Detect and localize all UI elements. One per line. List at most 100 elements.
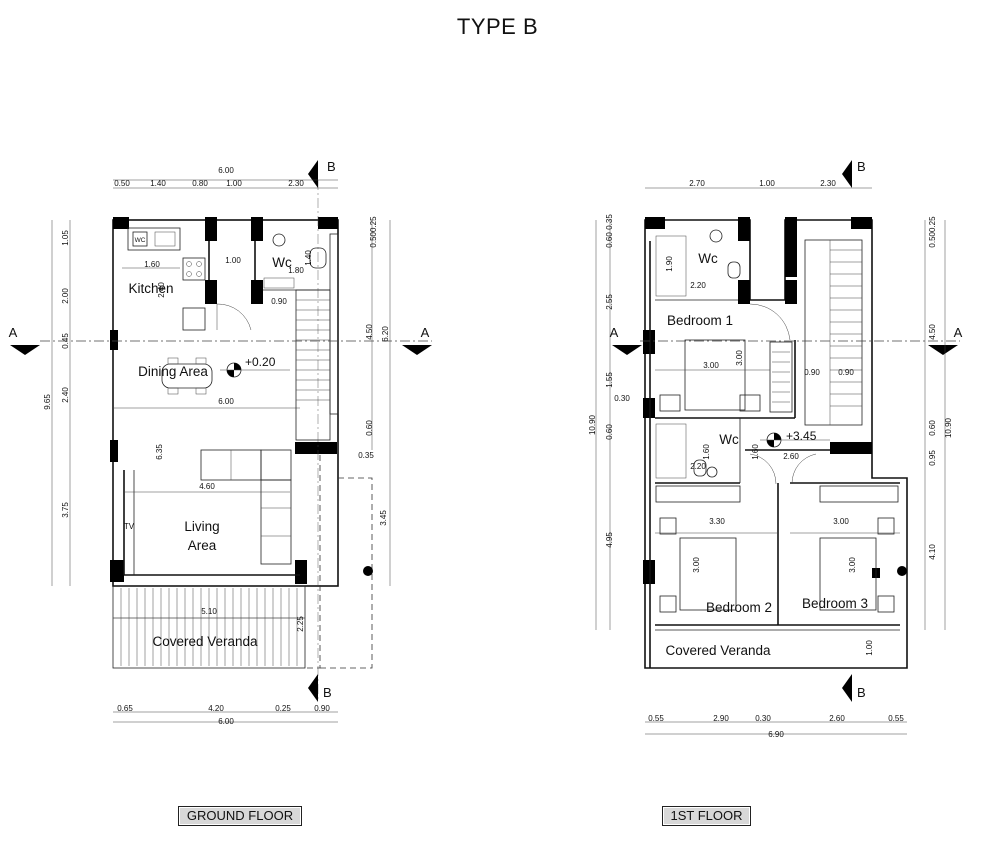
ff-dim-bottom: 0.55 <box>648 714 664 723</box>
ff-bedroom3-label: Bedroom 3 <box>802 596 868 611</box>
gf-level-label: +0.20 <box>245 355 276 369</box>
ff-dim-inner: 3.00 <box>703 361 719 370</box>
gf-dim-left-total: 9.65 <box>43 394 52 410</box>
ff-bedroom1-label: Bedroom 1 <box>667 313 733 328</box>
gf-wc-fixture-label: WC <box>135 237 146 244</box>
ff-dim-inner: 2.60 <box>783 452 799 461</box>
gf-veranda-outline <box>112 585 306 669</box>
gf-section-b-top: B <box>327 159 336 174</box>
gf-dim-right: 0.60 <box>365 420 374 436</box>
first-floor-label: 1ST FLOOR <box>662 806 751 826</box>
ff-dim-inner: 1.90 <box>665 256 674 272</box>
gf-kitchen-label: Kitchen <box>128 281 173 296</box>
ff-dim-left: 0.30 <box>614 394 630 403</box>
ff-dim-inner: 3.00 <box>833 517 849 526</box>
gf-wc-label: Wc <box>272 255 292 270</box>
gf-dim-inner: 1.80 <box>288 266 304 275</box>
ff-section-b-top: B <box>857 159 866 174</box>
ff-section-a-right: A <box>954 325 963 340</box>
gf-dim-inner: 2.25 <box>296 616 305 632</box>
gf-dim-right: 0.500.25 <box>369 216 378 248</box>
ff-dim-bottom: 2.90 <box>713 714 729 723</box>
ff-wc1-label: Wc <box>698 251 718 266</box>
ff-dim-top: 2.30 <box>820 179 836 188</box>
gf-dim-left: 1.05 <box>61 230 70 246</box>
gf-dim-bottom: 0.65 <box>117 704 133 713</box>
ff-veranda-label: Covered Veranda <box>665 643 771 658</box>
ff-dim-left: 0.60 <box>605 424 614 440</box>
ff-dim-top: 2.70 <box>689 179 705 188</box>
ff-stair <box>804 239 863 426</box>
ff-dim-left: 4.95 <box>605 532 614 548</box>
gf-dim-top: 0.80 <box>192 179 208 188</box>
ff-dim-right: 4.10 <box>928 544 937 560</box>
ff-level-label: +3.45 <box>786 429 817 443</box>
ff-dim-bottom: 0.30 <box>755 714 771 723</box>
ff-dim-left: 2.55 <box>605 294 614 310</box>
ff-dim-right: 0.60 <box>928 420 937 436</box>
drawing-title: TYPE B <box>456 14 539 39</box>
gf-living-label-1: Living <box>184 519 219 534</box>
ff-dim-inner: 1.60 <box>702 444 711 460</box>
gf-dim-bottom: 4.20 <box>208 704 224 713</box>
gf-dim-left: 2.40 <box>61 387 70 403</box>
ff-dim-right: 0.500.25 <box>928 216 937 248</box>
ff-dim-left: 0.35 <box>605 214 614 230</box>
gf-dim-inner: 6.35 <box>155 444 164 460</box>
ff-dim-inner: 1.60 <box>751 444 760 460</box>
gf-tv-label: TV <box>124 522 135 531</box>
ff-dim-bottom: 0.55 <box>888 714 904 723</box>
gf-dim-left: 0.45 <box>61 333 70 349</box>
gf-dim-inner: 4.60 <box>199 482 215 491</box>
gf-dim-right: 0.35 <box>358 451 374 460</box>
gf-veranda-hatch <box>120 588 298 666</box>
ff-dim-right-total: 10.90 <box>944 417 953 438</box>
ff-dim-left-total: 10.90 <box>588 414 597 435</box>
gf-dim-top: 1.00 <box>226 179 242 188</box>
gf-dim-inner: 1.00 <box>225 256 241 265</box>
ff-section-b-bottom: B <box>857 685 866 700</box>
gf-dim-bottom-total: 6.00 <box>218 717 234 726</box>
gf-section-a-left: A <box>9 325 18 340</box>
gf-dim-right: 4.50 <box>365 324 374 340</box>
gf-dining-label: Dining Area <box>138 364 208 379</box>
ground-floor-label: GROUND FLOOR <box>178 806 302 826</box>
ff-dim-inner: 3.00 <box>735 350 744 366</box>
ff-dim-top: 1.00 <box>759 179 775 188</box>
ff-dim-inner: 1.00 <box>865 640 874 656</box>
ff-section-a-left: A <box>610 325 619 340</box>
gf-dim-inner: 0.90 <box>271 297 287 306</box>
ff-dim-right: 4.50 <box>928 324 937 340</box>
ff-dim-bottom-total: 6.90 <box>768 730 784 739</box>
ff-dim-left: 1.55 <box>605 372 614 388</box>
gf-dim-right: 3.45 <box>379 510 388 526</box>
gf-dim-bottom: 0.25 <box>275 704 291 713</box>
gf-dim-left: 3.75 <box>61 502 70 518</box>
gf-section-b-bottom: B <box>323 685 332 700</box>
gf-dim-top: 0.50 <box>114 179 130 188</box>
gf-dim-inner: 2.40 <box>157 282 166 298</box>
first-floor-plan: Wc Bedroom 1 Wc Bedroom 2 Bedroom 3 Cove… <box>588 159 963 739</box>
ff-dim-inner: 2.20 <box>690 462 706 471</box>
gf-dim-inner: 1.40 <box>304 250 313 266</box>
ff-dim-bottom: 2.60 <box>829 714 845 723</box>
ff-dim-inner: 0.90 <box>804 368 820 377</box>
gf-dim-right: 6.20 <box>381 326 390 342</box>
ff-wc2-label: Wc <box>719 432 739 447</box>
gf-living-label-2: Area <box>188 538 217 553</box>
gf-stair <box>295 289 331 441</box>
ff-dim-inner: 3.30 <box>709 517 725 526</box>
gf-dim-inner: 1.60 <box>144 260 160 269</box>
gf-dim-left: 2.00 <box>61 288 70 304</box>
gf-dim-top-total: 6.00 <box>218 166 234 175</box>
gf-dim-bottom: 0.90 <box>314 704 330 713</box>
gf-dim-inner: 6.00 <box>218 397 234 406</box>
ff-dim-inner: 0.90 <box>838 368 854 377</box>
ground-floor-plan: Kitchen Wc Dining Area Living Area Cover… <box>9 159 432 726</box>
ff-dim-left: 0.60 <box>605 232 614 248</box>
gf-dim-top: 2.30 <box>288 179 304 188</box>
gf-dim-top: 1.40 <box>150 179 166 188</box>
gf-section-a-right: A <box>421 325 430 340</box>
